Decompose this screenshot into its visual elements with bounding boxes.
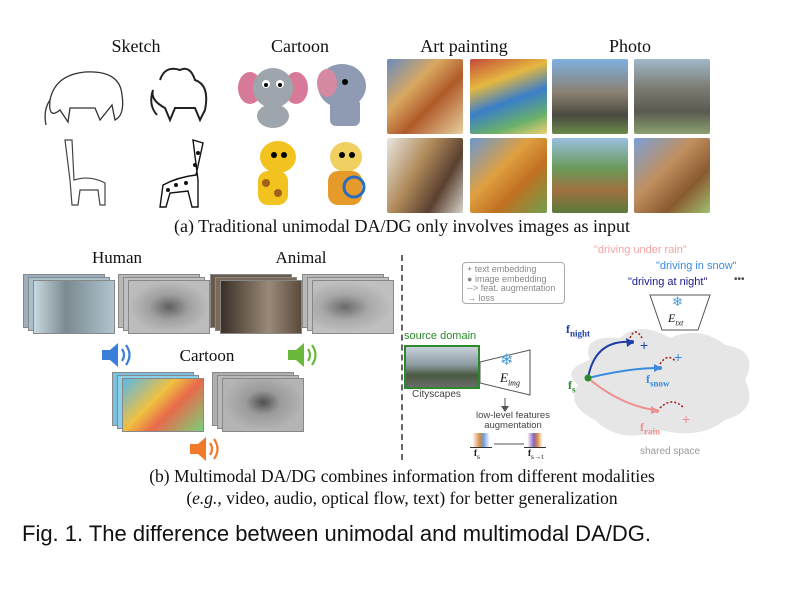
legend-loss: loss <box>478 292 495 303</box>
cartoon-elephant-image-1 <box>238 68 308 128</box>
snowflake-icon-txt-encoder: ❄ <box>672 295 683 310</box>
shared-space-label: shared space <box>640 446 701 457</box>
caption-b-line2: (e.g., video, audio, optical flow, text)… <box>186 488 618 508</box>
art-painting-giraffe-image-2 <box>470 138 547 213</box>
text-encoder-label: Etxt <box>668 311 684 328</box>
art-painting-giraffe-image-1 <box>387 138 463 213</box>
f-snow-label: fsnow <box>646 372 670 389</box>
legend-loss-icon: → <box>467 292 476 303</box>
art-painting-elephant-image-2 <box>470 59 547 134</box>
art-painting-elephant-image-1 <box>387 59 463 134</box>
legend-text-embedding: text embedding <box>474 264 537 274</box>
animal-video-frames <box>210 274 305 334</box>
label-animal: Animal <box>275 248 327 267</box>
f-s-label: fs <box>568 378 576 395</box>
legend-feat-augmentation-icon: --> <box>467 283 479 293</box>
domain-label-sketch: Sketch <box>111 36 161 56</box>
human-optical-flow-frames <box>118 274 213 334</box>
f-night-label: fnight <box>566 322 591 339</box>
snowflake-icon-img-encoder: ❄ <box>500 350 514 369</box>
domain-label-art-painting: Art painting <box>420 36 508 56</box>
figure-caption: Fig. 1. The difference between unimodal … <box>22 521 651 546</box>
f-rain-label: frain <box>640 420 661 437</box>
prompt-night: "driving at night" <box>628 276 708 288</box>
cityscapes-label: Cityscapes <box>412 389 461 400</box>
audio-speaker-icon-green <box>288 343 317 367</box>
cartoon-elephant-image-2 <box>317 64 366 126</box>
histogram-source <box>470 433 492 448</box>
svg-text:+: + <box>674 349 682 365</box>
caption-a: (a) Traditional unimodal DA/DG only invo… <box>174 216 630 236</box>
histogram-augmented <box>524 433 546 448</box>
photo-giraffe-image-1 <box>552 138 628 213</box>
cartoon-giraffe-image-2 <box>328 142 366 205</box>
shared-space-diagram: + + + <box>571 294 750 436</box>
sketch-giraffe-image-2 <box>159 139 204 208</box>
sketch-elephant-image-1 <box>44 71 124 126</box>
photo-giraffe-image-2 <box>634 138 710 213</box>
sketch-giraffe-image-1 <box>64 139 106 206</box>
domain-label-cartoon: Cartoon <box>271 36 329 56</box>
cartoon-optical-flow-frames <box>212 372 307 432</box>
hist-right-label: fs→t <box>528 448 544 461</box>
prompt-snow: "driving in snow" <box>656 260 737 272</box>
svg-text:+: + <box>682 411 690 427</box>
human-video-frames <box>23 274 118 334</box>
legend-image-embedding-icon: ● <box>467 273 473 284</box>
image-encoder-label: Eimg <box>500 370 520 388</box>
cartoon-giraffe-image-1 <box>258 141 296 205</box>
sketch-elephant-image-2 <box>150 67 208 123</box>
legend-text-embedding-icon: + <box>467 264 473 274</box>
hist-left-label: fs <box>474 448 480 461</box>
divider-dashed <box>401 255 403 460</box>
legend-image-embedding: image embedding <box>474 273 547 284</box>
audio-speaker-icon-orange <box>190 437 219 461</box>
photo-elephant-image-2 <box>634 59 710 134</box>
animal-optical-flow-frames <box>302 274 397 334</box>
prompt-ellipsis: ••• <box>734 274 745 285</box>
cityscapes-image <box>404 345 480 389</box>
source-domain-label: source domain <box>404 330 477 342</box>
label-human: Human <box>91 248 143 267</box>
caption-b-line1: (b) Multimodal DA/DG combines informatio… <box>149 466 655 486</box>
label-cartoon: Cartoon <box>179 346 235 365</box>
legend: + text embedding ● image embedding --> f… <box>462 262 565 304</box>
legend-feat-augmentation: feat. augmentation <box>480 283 556 293</box>
svg-text:+: + <box>640 337 648 353</box>
prompt-rain: "driving under rain" <box>594 244 687 256</box>
domain-label-photo: Photo <box>608 36 651 56</box>
photo-elephant-image-1 <box>552 59 628 134</box>
audio-speaker-icon-blue <box>102 343 131 367</box>
cartoon-video-frames <box>112 372 207 432</box>
